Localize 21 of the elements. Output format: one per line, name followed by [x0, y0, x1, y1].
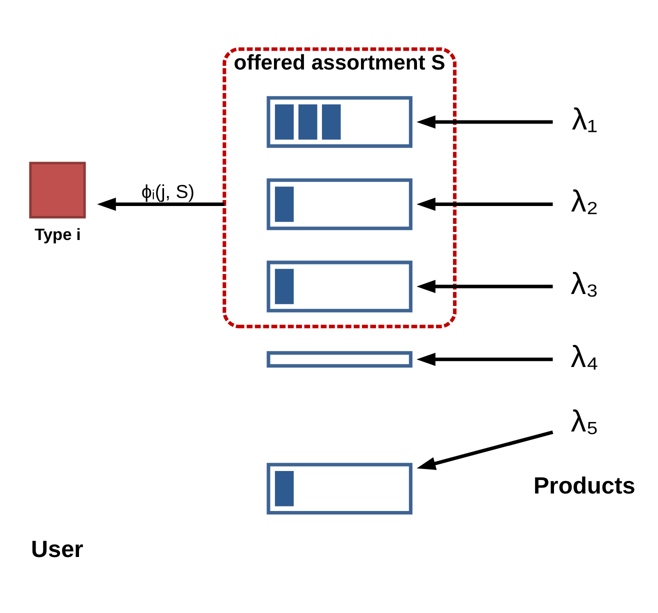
- arrow: [416, 352, 553, 366]
- label: User: [31, 536, 84, 562]
- arrow: [416, 198, 553, 211]
- arrow: [97, 198, 224, 211]
- arrow: [416, 280, 553, 294]
- node-label: Type i: [34, 226, 81, 244]
- node-box: [266, 96, 412, 148]
- node-box: [266, 260, 412, 312]
- node-text: λ₂: [571, 184, 598, 219]
- node-text: λ₁: [572, 102, 598, 136]
- node-text: λ₃: [570, 266, 598, 301]
- arrow: [416, 430, 554, 470]
- node-box: [266, 462, 412, 515]
- arrow: [416, 115, 553, 129]
- edge-label: ϕᵢ(j, S): [141, 181, 195, 202]
- node-box: [266, 351, 412, 368]
- node-box: [266, 178, 412, 230]
- node-text: λ₄: [570, 340, 599, 374]
- node-text: λ₅: [570, 404, 598, 438]
- cluster: offered assortment S: [222, 47, 457, 328]
- label: Products: [534, 472, 636, 498]
